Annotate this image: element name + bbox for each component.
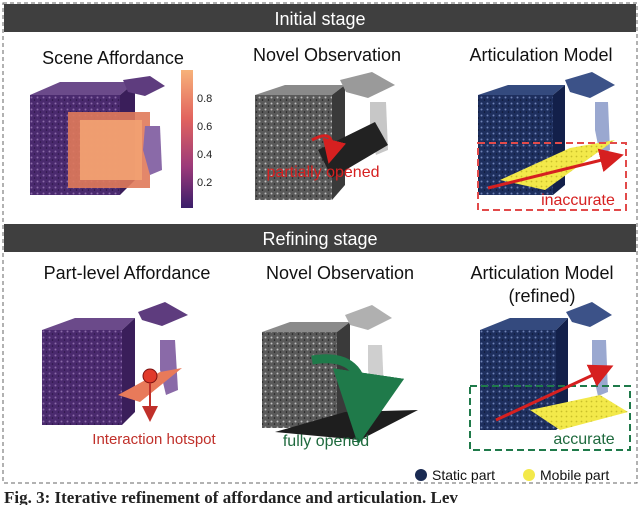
initial-stage-title: Initial stage <box>274 9 365 29</box>
static-part-legend-dot <box>415 469 427 481</box>
colorbar-tick-0-6: 0.6 <box>197 121 212 133</box>
affordance-colorbar <box>181 70 193 208</box>
refining-stage-title: Refining stage <box>262 229 377 249</box>
inaccurate-label: inaccurate <box>541 192 615 209</box>
interaction-hotspot-marker <box>142 368 158 384</box>
novel-observation-cloud-2 <box>262 305 418 445</box>
novel-observation-title-1: Novel Observation <box>253 45 401 65</box>
figure-caption: Fig. 3: Iterative refinement of affordan… <box>4 488 458 505</box>
scene-affordance-cloud <box>30 76 165 195</box>
initial-stage-banner <box>4 4 636 32</box>
part-level-affordance-title: Part-level Affordance <box>44 263 211 283</box>
partially-opened-label: partially opened <box>267 164 380 181</box>
articulation-model-title-1: Articulation Model <box>469 45 612 65</box>
part-level-affordance-cloud <box>42 302 188 425</box>
novel-observation-title-2: Novel Observation <box>266 263 414 283</box>
articulation-model-refined-subtitle: (refined) <box>508 286 575 306</box>
colorbar-tick-0-8: 0.8 <box>197 93 212 105</box>
colorbar-tick-0-2: 0.2 <box>197 177 212 189</box>
refining-stage-banner <box>4 224 636 252</box>
colorbar-tick-0-4: 0.4 <box>197 149 212 161</box>
inaccurate-axis-arrow <box>487 148 624 190</box>
accurate-box <box>469 385 631 451</box>
articulation-model-cloud-1 <box>478 72 615 195</box>
accurate-axis-arrow <box>495 364 614 422</box>
articulation-model-title-2: Articulation Model <box>470 263 613 283</box>
fully-opened-label: fully opened <box>283 433 369 450</box>
articulation-model-cloud-2 <box>480 302 628 430</box>
novel-observation-cloud-1 <box>255 72 395 200</box>
inaccurate-box <box>477 142 627 211</box>
scene-affordance-title: Scene Affordance <box>42 48 184 68</box>
accurate-label: accurate <box>553 431 614 448</box>
static-part-legend-label: Static part <box>432 467 495 483</box>
mobile-part-legend-label: Mobile part <box>540 467 609 483</box>
interaction-hotspot-label: Interaction hotspot <box>92 431 216 448</box>
mobile-part-legend-dot <box>523 469 535 481</box>
outer-frame <box>2 2 638 484</box>
